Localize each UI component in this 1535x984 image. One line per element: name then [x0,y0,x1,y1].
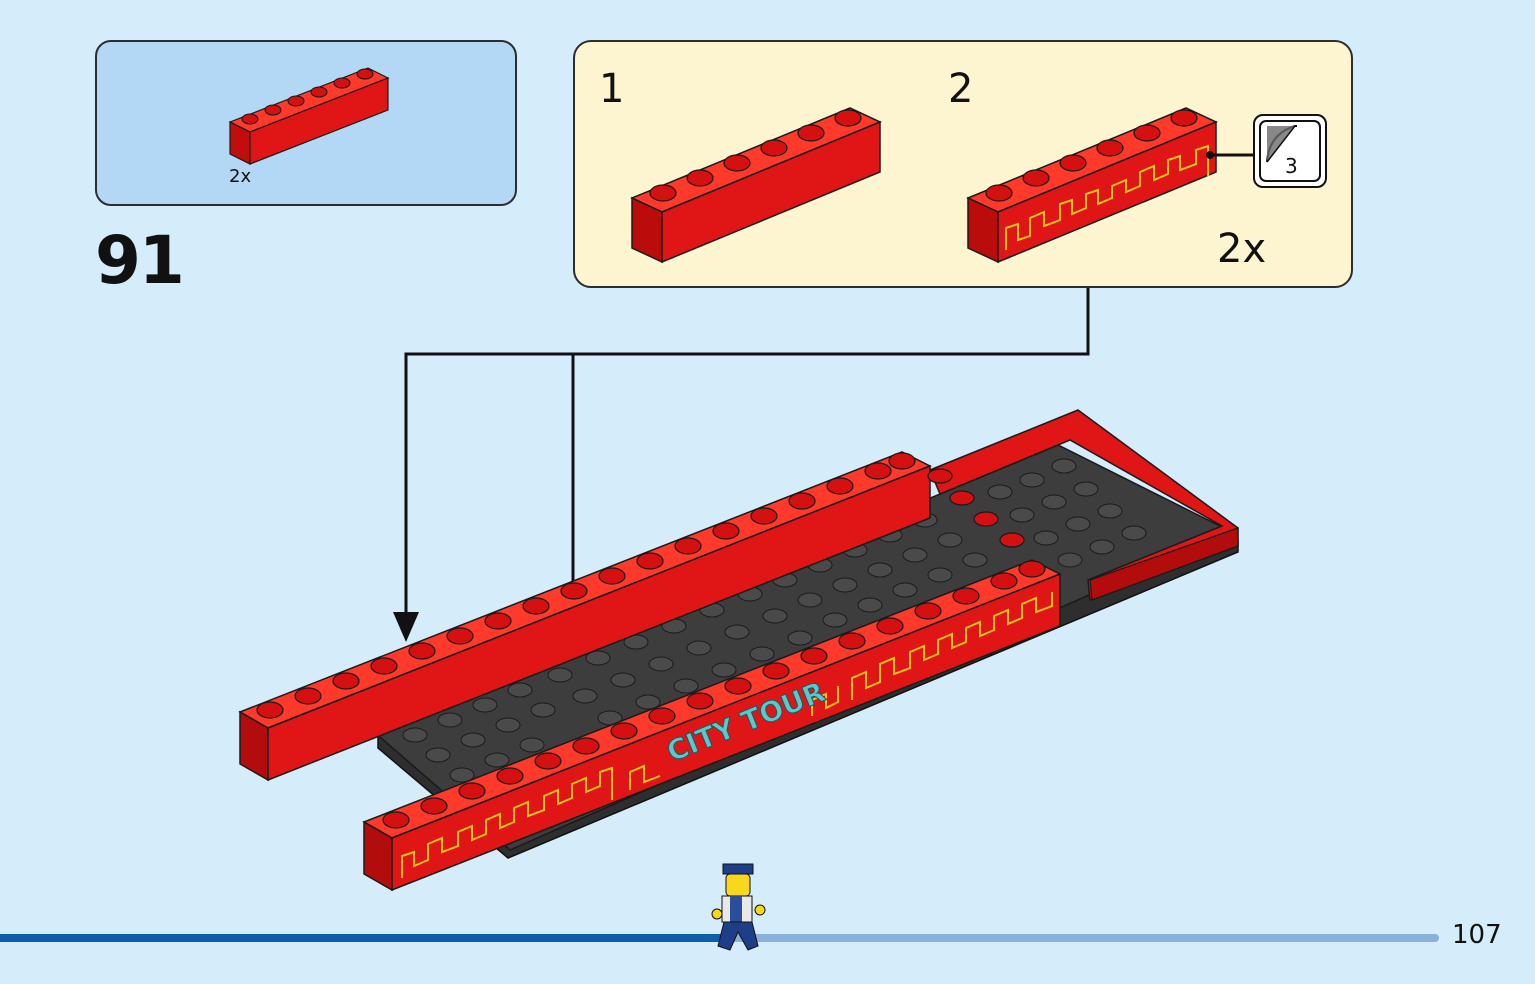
parts-brick-1x6-icon [228,67,390,165]
bus-chassis-model [238,409,1239,892]
page-number: 107 [1452,920,1502,950]
skyline-sticker-right [851,592,1053,700]
parts-callout: 2x [95,40,517,206]
minifigure-mascot-icon [711,863,766,951]
sticker-page-icon [1259,120,1321,182]
subassembly-callout: 1 2 2x [573,40,1353,288]
substep-2-brick [966,107,1255,264]
sticker-number: 3 [1285,154,1298,178]
sticker-sheet-badge: 3 [1253,114,1327,188]
substep-1-label: 1 [599,66,625,112]
skyline-sticker [1005,144,1209,250]
parts-quantity: 2x [229,166,252,187]
substep-1-brick [630,107,882,264]
arrow-head-left [393,612,419,642]
skyline-sticker-left [401,766,613,878]
substep-multiplier: 2x [1217,226,1267,272]
substep-2-label: 2 [948,66,974,112]
step-number: 91 [95,222,185,299]
